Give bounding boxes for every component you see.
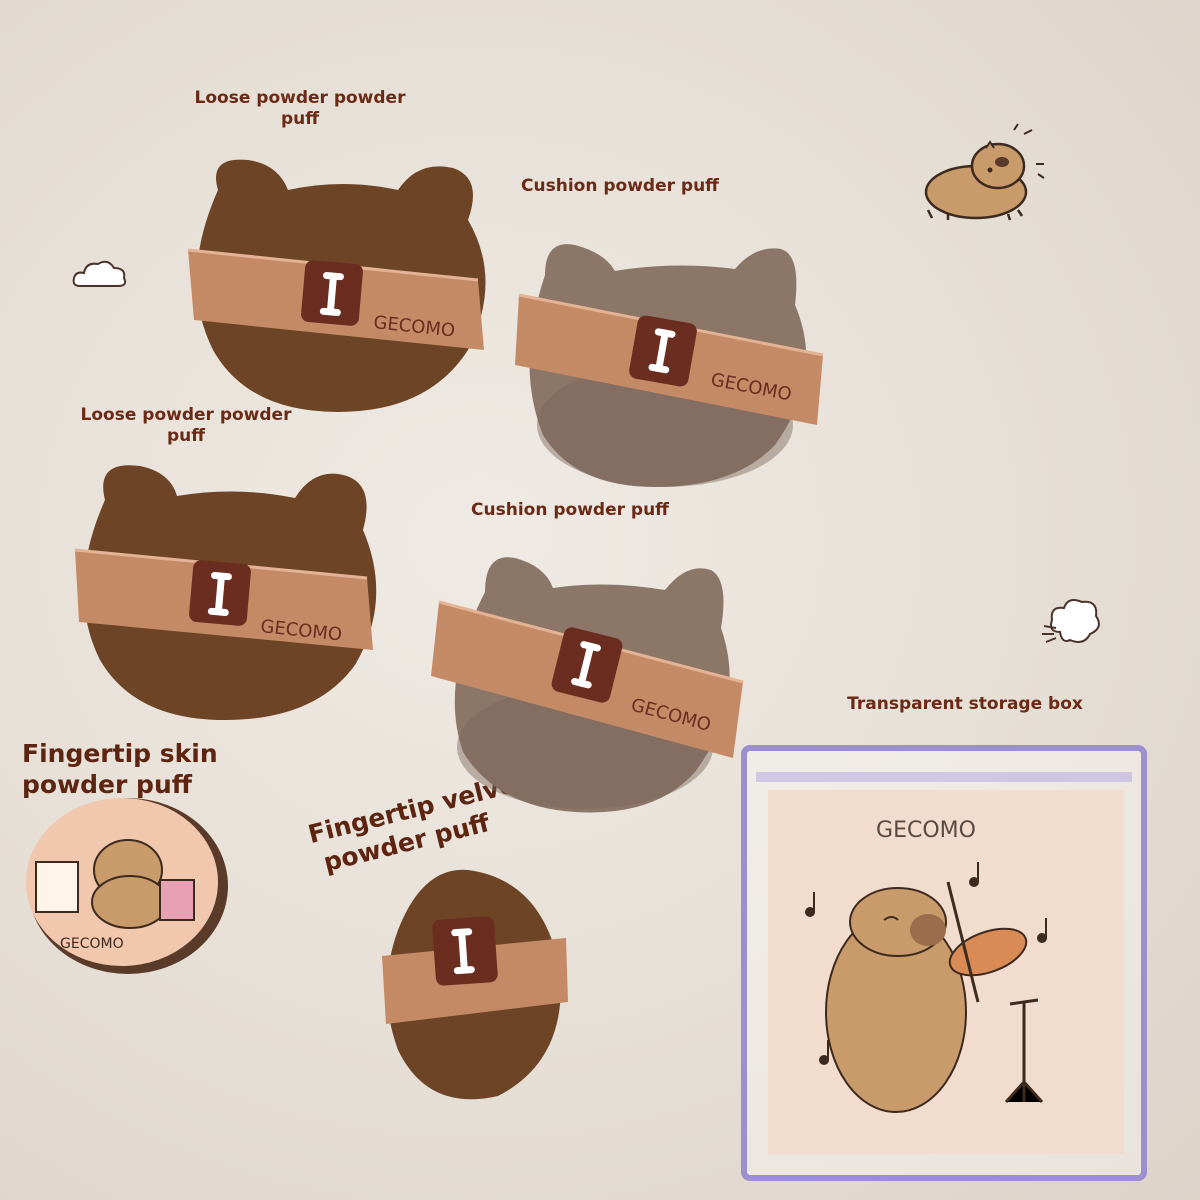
loose-powder-puff-2: GECOMO bbox=[74, 465, 377, 720]
label-fingertip-skin-line1: Fingertip skin bbox=[22, 739, 218, 768]
label-loose-puff-2: Loose powder powder puff bbox=[80, 405, 292, 447]
fingertip-velvet-puff bbox=[382, 869, 568, 1100]
label-transparent-box: Transparent storage box bbox=[847, 694, 1083, 714]
steam-puff-icon bbox=[1042, 599, 1100, 643]
transparent-storage-box: GECOMO bbox=[741, 745, 1147, 1181]
capybara-sticker-icon bbox=[924, 123, 1045, 221]
label-loose-puff-1: Loose powder powder puff bbox=[194, 88, 406, 130]
cushion-powder-puff-1: GECOMO bbox=[515, 244, 824, 487]
label-fingertip-skin-line2: powder puff bbox=[22, 770, 192, 800]
label-cushion-puff-1: Cushion powder puff bbox=[521, 176, 719, 196]
music-note-icon bbox=[805, 862, 1047, 1065]
fingertip-skin-puff: GECOMO bbox=[26, 798, 228, 974]
label-fingertip-skin: Fingertip skin powder puff bbox=[22, 738, 242, 801]
label-cushion-puff-2: Cushion powder puff bbox=[471, 500, 669, 520]
cushion-powder-puff-2: GECOMO bbox=[431, 557, 744, 813]
cloud-icon bbox=[72, 260, 127, 287]
brand-text: GECOMO bbox=[60, 936, 124, 952]
box-brand-text: GECOMO bbox=[876, 818, 976, 843]
loose-powder-puff-1: GECOMO bbox=[187, 159, 486, 412]
